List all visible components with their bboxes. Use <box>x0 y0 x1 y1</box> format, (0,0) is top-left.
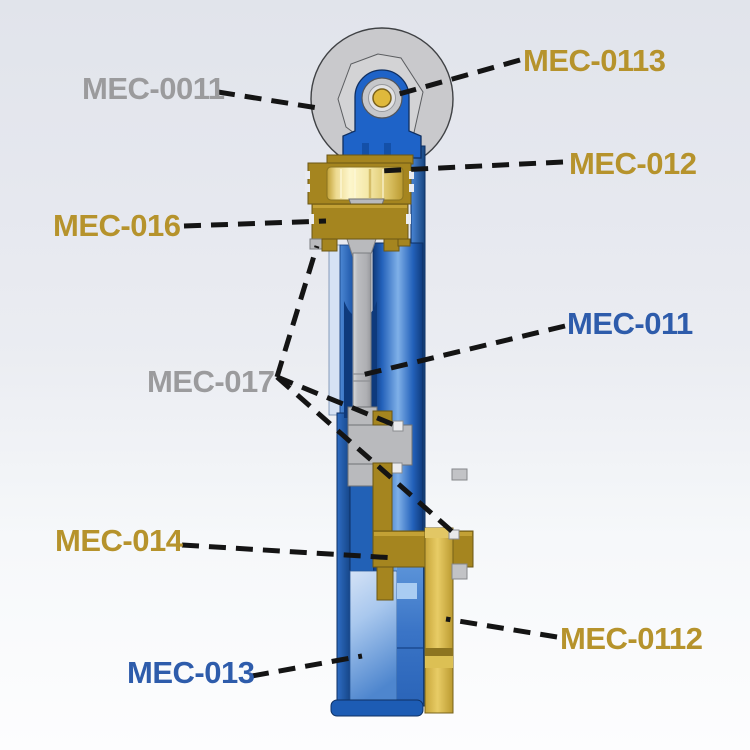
leader-lines <box>181 57 566 679</box>
callout-mec-011: MEC-011 <box>567 306 693 341</box>
callout-mec-0113: MEC-0113 <box>523 43 666 78</box>
leader-mec-017-c <box>275 375 457 536</box>
axle-pin <box>372 88 392 108</box>
flange <box>309 203 411 252</box>
bolt-lower <box>451 563 468 580</box>
leader-mec-011 <box>361 323 566 378</box>
leader-mec-016 <box>183 218 327 229</box>
seal-ring-pin <box>448 529 460 540</box>
callout-mec-013: MEC-013 <box>127 655 255 690</box>
callout-mec-0112: MEC-0112 <box>560 621 703 656</box>
leader-mec-017-b <box>276 374 398 429</box>
bolt-upper <box>451 468 468 481</box>
callout-mec-0011: MEC-0011 <box>82 71 225 106</box>
plate-fasteners <box>448 468 468 580</box>
callout-mec-016: MEC-016 <box>53 208 181 243</box>
leader-mec-0113 <box>391 57 521 99</box>
callout-mec-017: MEC-017 <box>147 364 275 399</box>
leader-mec-013 <box>251 653 363 679</box>
leader-mec-014 <box>181 542 396 561</box>
leader-mec-0011 <box>217 89 319 111</box>
bore-shadow-wedges <box>344 301 377 418</box>
leader-mec-012 <box>377 159 564 174</box>
piston-block <box>347 406 413 487</box>
callout-mec-014: MEC-014 <box>55 523 183 558</box>
leader-mec-0112 <box>445 616 558 640</box>
seal-ring-upper <box>392 420 404 432</box>
leader-mec-017-a <box>274 245 320 378</box>
seal-ring-lower <box>390 462 403 474</box>
piston-rod <box>346 238 377 426</box>
callout-mec-012: MEC-012 <box>569 146 697 181</box>
